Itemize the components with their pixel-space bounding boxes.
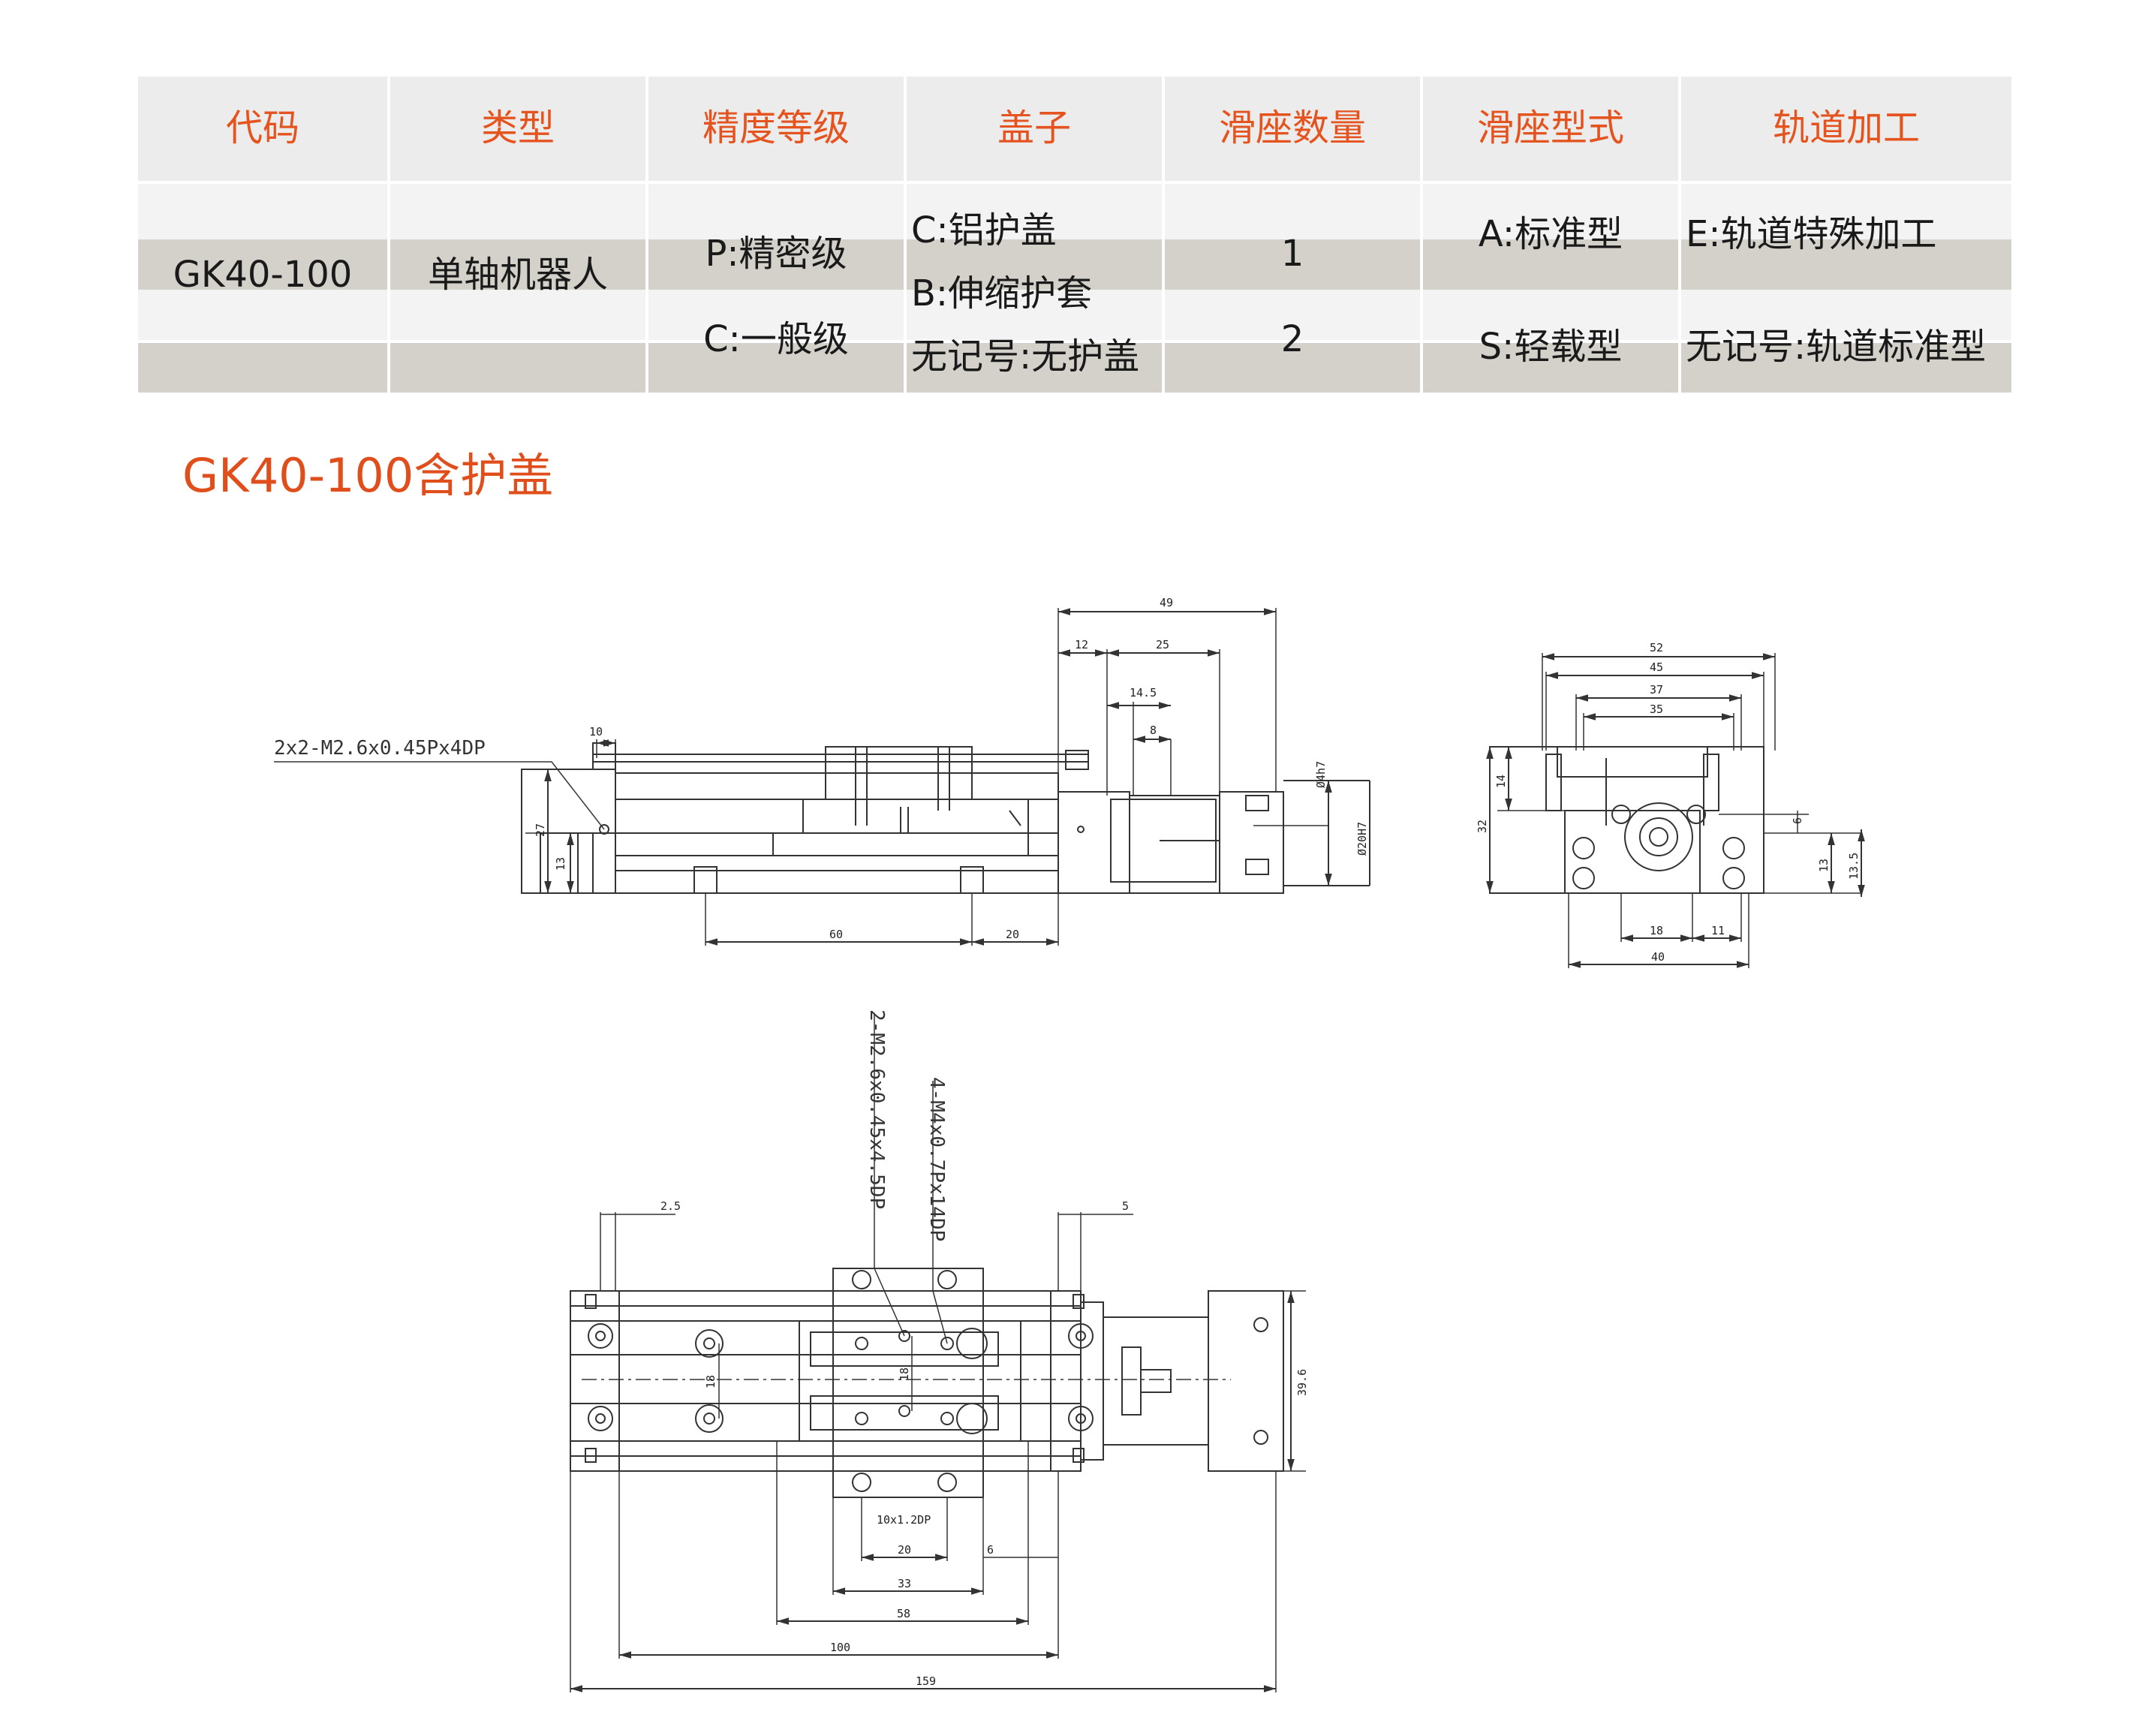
spec-table: 代码 类型 精度等级 盖子 滑座数量 滑座型式 轨道加工 GK40-100 单轴… <box>138 77 2011 393</box>
dim-58: 58 <box>897 1607 910 1620</box>
dim-13-5: 13.5 <box>1847 853 1861 880</box>
dim-20: 20 <box>898 1543 911 1557</box>
column-divider <box>1162 77 1165 393</box>
top-view <box>570 1013 1306 1692</box>
cell-cover-c: C:铝护盖 <box>911 209 1057 251</box>
cell-slider-style-s: S:轻载型 <box>1479 326 1623 368</box>
dim-60: 60 <box>829 928 843 941</box>
side-callout: 2x2-M2.6x0.45Px4DP <box>274 737 486 760</box>
end-view <box>1486 653 1865 968</box>
dim-2-5: 2.5 <box>660 1199 681 1213</box>
dim-8: 8 <box>1150 724 1157 737</box>
cell-slider-qty-2: 2 <box>1280 318 1304 360</box>
cell-slider-qty-1: 1 <box>1280 233 1304 275</box>
dim-11: 11 <box>1711 924 1725 937</box>
header-type: 类型 <box>480 107 555 149</box>
cell-precision-p: P:精密级 <box>705 233 847 275</box>
top-callout-m2-6: 2-M2.6x0.45x4.5DP <box>865 1009 888 1209</box>
row-divider <box>138 340 2011 343</box>
dim-25: 25 <box>1156 638 1169 651</box>
dim-d4h7: Ø4h7 <box>1314 761 1328 788</box>
cell-precision-c: C:一般级 <box>703 318 849 360</box>
header-slider-qty: 滑座数量 <box>1218 107 1366 149</box>
dim-40: 40 <box>1651 950 1665 964</box>
dim-d20h7: Ø20H7 <box>1355 822 1369 856</box>
dim-14: 14 <box>1494 775 1508 788</box>
column-divider <box>645 77 648 393</box>
header-rail-processing: 轨道加工 <box>1772 107 1920 149</box>
dim-18: 18 <box>1650 924 1663 937</box>
dim-27: 27 <box>534 823 547 837</box>
header-code: 代码 <box>225 107 299 149</box>
section-title: GK40-100含护盖 <box>182 448 554 503</box>
dim-159: 159 <box>916 1674 936 1688</box>
side-view <box>274 608 1370 946</box>
dim-52: 52 <box>1650 641 1663 654</box>
dim-10x1-2dp: 10x1.2DP <box>877 1513 931 1527</box>
dim-39-6: 39.6 <box>1295 1369 1309 1396</box>
row-band-light <box>138 182 2011 239</box>
cell-type: 单轴机器人 <box>427 254 608 296</box>
end-view-labels: 52 45 37 35 14 32 6 13 13.5 18 11 40 <box>1476 641 1861 964</box>
row-band-light <box>138 290 2011 341</box>
column-divider <box>1678 77 1681 393</box>
dim-14-5: 14.5 <box>1130 686 1157 700</box>
dim-20: 20 <box>1006 928 1019 941</box>
cell-cover-b: B:伸缩护套 <box>911 272 1093 314</box>
dim-10: 10 <box>589 725 603 739</box>
dim-45: 45 <box>1650 660 1663 674</box>
dim-13: 13 <box>554 857 567 871</box>
dim-32: 32 <box>1476 820 1489 833</box>
column-divider <box>904 77 907 393</box>
dim-37: 37 <box>1650 683 1663 697</box>
dim-49: 49 <box>1160 596 1173 609</box>
cell-rail-standard: 无记号:轨道标准型 <box>1686 326 1987 368</box>
cell-model-code: GK40-100 <box>173 254 353 296</box>
column-divider <box>1420 77 1423 393</box>
dim-6: 6 <box>1791 817 1804 824</box>
dim-6: 6 <box>987 1543 994 1557</box>
cell-rail-special: E:轨道特殊加工 <box>1686 213 1937 255</box>
header-precision: 精度等级 <box>702 107 850 149</box>
dim-12: 12 <box>1075 638 1088 651</box>
dim-18-center: 18 <box>898 1367 911 1381</box>
column-divider <box>387 77 390 393</box>
row-band-dark <box>138 341 2011 393</box>
dim-18-left: 18 <box>704 1375 718 1388</box>
row-divider <box>138 181 2011 184</box>
cell-cover-none: 无记号:无护盖 <box>911 335 1140 378</box>
dim-35: 35 <box>1650 703 1663 716</box>
header-cover: 盖子 <box>997 107 1071 149</box>
row-band-dark <box>138 239 2011 290</box>
dim-100: 100 <box>830 1641 850 1654</box>
dim-13: 13 <box>1817 859 1831 872</box>
header-slider-style: 滑座型式 <box>1476 107 1624 149</box>
dim-5: 5 <box>1122 1199 1129 1213</box>
side-view-labels: 2x2-M2.6x0.45Px4DP 49 12 25 14.5 8 10 27… <box>274 596 1369 941</box>
top-callout-m4: 4-M4x0.7Px14DP <box>925 1077 948 1241</box>
header-row-bg <box>138 77 2011 182</box>
top-view-labels: 2-M2.6x0.45x4.5DP 4-M4x0.7Px14DP 2.5 5 1… <box>660 1009 1309 1688</box>
dim-33: 33 <box>898 1577 911 1590</box>
cell-slider-style-a: A:标准型 <box>1478 213 1623 255</box>
